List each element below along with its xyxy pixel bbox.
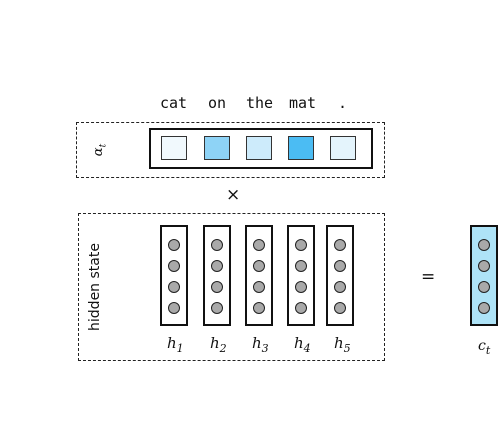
vector-unit — [253, 239, 265, 251]
attention-cell — [288, 136, 314, 160]
vector-unit — [168, 239, 180, 251]
vector-unit — [253, 260, 265, 272]
vector-unit — [334, 281, 346, 293]
word-mat: mat — [289, 94, 317, 112]
vector-unit — [295, 302, 307, 314]
hidden-vector — [160, 225, 188, 326]
vector-unit — [253, 302, 265, 314]
hidden-label-3: h3 — [252, 334, 269, 355]
vector-unit — [211, 260, 223, 272]
vector-unit — [168, 281, 180, 293]
attention-cell — [246, 136, 272, 160]
context-vector — [470, 225, 498, 326]
vector-unit — [168, 260, 180, 272]
hidden-vector — [326, 225, 354, 326]
hidden-state-label: hidden state — [87, 243, 103, 331]
vector-unit — [478, 302, 490, 314]
attention-cell — [204, 136, 230, 160]
vector-unit — [334, 302, 346, 314]
attention-label-sub: t — [98, 143, 109, 148]
hidden-state-group — [78, 213, 385, 361]
hidden-label-2: h2 — [210, 334, 227, 355]
hidden-vector — [287, 225, 315, 326]
vector-unit — [168, 302, 180, 314]
word-the: the — [246, 94, 274, 112]
vector-unit — [334, 260, 346, 272]
vector-unit — [253, 281, 265, 293]
hidden-label-5: h5 — [334, 334, 351, 355]
hidden-vector — [203, 225, 231, 326]
vector-unit — [295, 239, 307, 251]
hidden-vector — [245, 225, 273, 326]
attention-label: αt — [91, 135, 111, 165]
vector-unit — [211, 239, 223, 251]
attention-label-main: α — [91, 147, 106, 157]
equals-symbol: = — [421, 267, 436, 287]
word-on: on — [208, 94, 227, 112]
attention-cell — [330, 136, 356, 160]
attention-vector — [149, 128, 373, 169]
word-cat: cat — [160, 94, 188, 112]
attention-cell — [161, 136, 187, 160]
hidden-label-1: h1 — [167, 334, 184, 355]
context-label: ct — [478, 338, 491, 357]
vector-unit — [295, 281, 307, 293]
vector-unit — [478, 281, 490, 293]
vector-unit — [478, 260, 490, 272]
multiply-symbol: × — [226, 185, 241, 205]
hidden-label-4: h4 — [294, 334, 311, 355]
vector-unit — [211, 302, 223, 314]
vector-unit — [211, 281, 223, 293]
vector-unit — [478, 239, 490, 251]
vector-unit — [295, 260, 307, 272]
vector-unit — [334, 239, 346, 251]
word-period: . — [338, 94, 348, 112]
attention-group — [76, 122, 385, 178]
